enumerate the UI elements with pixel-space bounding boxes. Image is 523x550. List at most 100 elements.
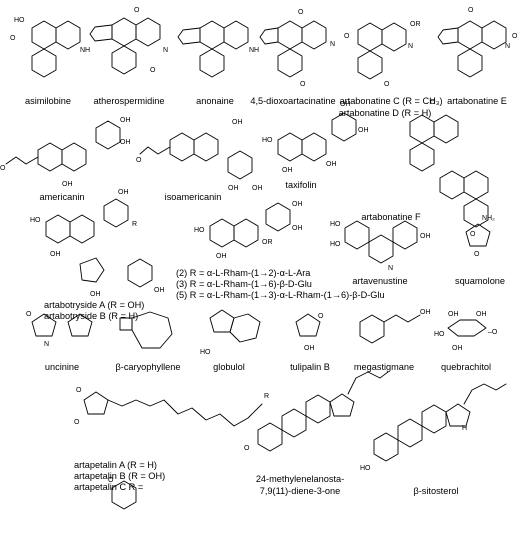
anonaine-label: anonaine	[196, 96, 234, 106]
anonaine-structure: NH	[177, 20, 259, 78]
svg-text:OH: OH	[452, 345, 463, 352]
svg-text:OH: OH	[476, 311, 487, 318]
svg-text:HO: HO	[200, 349, 211, 356]
svg-text:O: O	[468, 7, 474, 14]
methylenelanosta-label-line1: 24-methylenelanosta-	[255, 474, 345, 484]
artavenustine-structure: HO HO N OH	[330, 220, 431, 272]
svg-text:HO: HO	[434, 331, 445, 338]
svg-text:HO: HO	[330, 241, 341, 248]
atherospermidine-label: atherospermidine	[93, 96, 165, 106]
svg-text:OH: OH	[228, 185, 239, 192]
svg-text:N: N	[163, 47, 168, 54]
svg-text:O: O	[430, 99, 436, 106]
svg-text:OH: OH	[62, 181, 73, 188]
artavenustine-label: artavenustine	[352, 276, 408, 286]
artabotryside-b-label: artabotryside B (R = H)	[44, 311, 139, 321]
isoamericanin-structure: O OH OH OH	[136, 119, 263, 192]
svg-text:HO: HO	[360, 465, 371, 472]
glycoside-3-label: (3) R = α-L-Rham-(1→6)-β-D-Glu	[176, 279, 312, 289]
svg-text:OH: OH	[326, 161, 337, 168]
svg-text:O: O	[244, 445, 250, 452]
svg-text:HO: HO	[30, 217, 41, 224]
svg-text:O: O	[474, 251, 480, 258]
svg-text:O: O	[150, 67, 156, 74]
svg-text:OH: OH	[448, 311, 459, 318]
artapetalin-structure: O O R O	[74, 387, 269, 510]
svg-text:N: N	[44, 341, 49, 348]
svg-text:NH₂: NH₂	[482, 215, 495, 222]
svg-text:O: O	[108, 477, 114, 484]
asimilobine-label: asimilobine	[25, 96, 71, 106]
svg-text:O: O	[344, 33, 350, 40]
svg-text:OH: OH	[292, 225, 303, 232]
methylenelanosta-structure: O	[244, 371, 389, 452]
svg-text:OH: OH	[292, 201, 303, 208]
squamolone-label: squamolone	[454, 276, 506, 286]
svg-text:OH: OH	[118, 189, 129, 196]
svg-text:N: N	[505, 43, 510, 50]
svg-text:OH: OH	[304, 345, 315, 352]
svg-text:HO: HO	[194, 227, 205, 234]
glycoside-2-label: (2) R = α-L-Rham-(1→2)-α-L-Ara	[176, 268, 311, 278]
artabotryside-a-label: artabotryside A (R = OH)	[44, 300, 145, 310]
svg-text:OH: OH	[252, 185, 263, 192]
dioxoartacinatine-label: 4,5-dioxoartacinatine	[250, 96, 336, 106]
megastigmane-structure: OH	[359, 309, 431, 344]
svg-text:O: O	[512, 33, 518, 40]
artabonatine-e-label: artabonatine E	[447, 96, 507, 106]
quebrachitol-structure: OH OH HO OH –O	[434, 311, 498, 352]
sitosterol-structure: HO H	[360, 383, 507, 472]
svg-text:OR: OR	[262, 239, 273, 246]
svg-text:–O: –O	[488, 329, 498, 336]
svg-text:O: O	[384, 81, 390, 88]
svg-text:HO: HO	[262, 137, 273, 144]
artabotryside-structure: HO OH R OH OH OH	[30, 189, 165, 298]
svg-text:OH: OH	[358, 127, 369, 134]
svg-text:O: O	[298, 9, 304, 16]
flavonol-glycoside-structure: HO OH OH OR OH	[194, 201, 303, 260]
artapetalin-a-label: artapetalin A (R = H)	[74, 460, 157, 470]
svg-text:OH: OH	[50, 251, 61, 258]
svg-text:O: O	[470, 231, 476, 238]
methoxy-label: O	[10, 35, 16, 42]
svg-text:O: O	[318, 313, 324, 320]
tulipalin-b-label: tulipalin B	[290, 362, 330, 372]
isoamericanin-label: isoamericanin	[164, 192, 222, 202]
svg-text:OH: OH	[282, 167, 293, 174]
squamolone-structure: NH₂ O	[465, 215, 495, 258]
svg-text:HO: HO	[14, 17, 25, 24]
artabonatine-e-structure: O N O	[437, 7, 518, 78]
svg-text:NH: NH	[249, 47, 259, 54]
svg-text:O: O	[0, 165, 6, 172]
svg-text:OH: OH	[420, 233, 431, 240]
svg-text:R: R	[132, 221, 137, 228]
svg-text:O: O	[74, 419, 80, 426]
americanin-label: americanin	[39, 192, 85, 202]
artabonatine-cd-structure: OR N O O	[344, 21, 421, 88]
uncinine-structure: O N	[26, 311, 93, 348]
svg-text:OH: OH	[216, 253, 227, 260]
svg-text:O: O	[134, 7, 140, 14]
americanin-structure: O OH OH OH	[0, 117, 131, 188]
svg-text:H: H	[462, 425, 467, 432]
taxifolin-label: taxifolin	[285, 180, 317, 190]
artabonatine-f-structure: O O	[409, 99, 489, 238]
svg-text:OH: OH	[120, 117, 131, 124]
svg-text:OH: OH	[232, 119, 243, 126]
caryophyllene-label: β-caryophyllene	[115, 362, 181, 372]
artabonatine-c-label: artabonatine C (R = CH₃)	[339, 96, 443, 106]
globulol-structure: HO	[200, 309, 261, 356]
svg-text:O: O	[136, 157, 142, 164]
methylenelanosta-label-line2: 7,9(11)-diene-3-one	[259, 486, 341, 496]
svg-text:OH: OH	[420, 309, 431, 316]
svg-text:OH: OH	[340, 101, 351, 108]
svg-text:N: N	[408, 43, 413, 50]
caryophyllene-structure	[119, 311, 173, 349]
svg-text:OH: OH	[154, 287, 165, 294]
sitosterol-label: β-sitosterol	[413, 486, 459, 496]
artapetalin-c-label: artapetalin C R =	[74, 482, 144, 492]
glycoside-5-label: (5) R = α-L-Rham-(1→3)-α-L-Rham-(1→6)-β-…	[176, 290, 385, 300]
svg-text:O: O	[26, 311, 32, 318]
megastigmane-label: megastigmane	[353, 362, 415, 372]
